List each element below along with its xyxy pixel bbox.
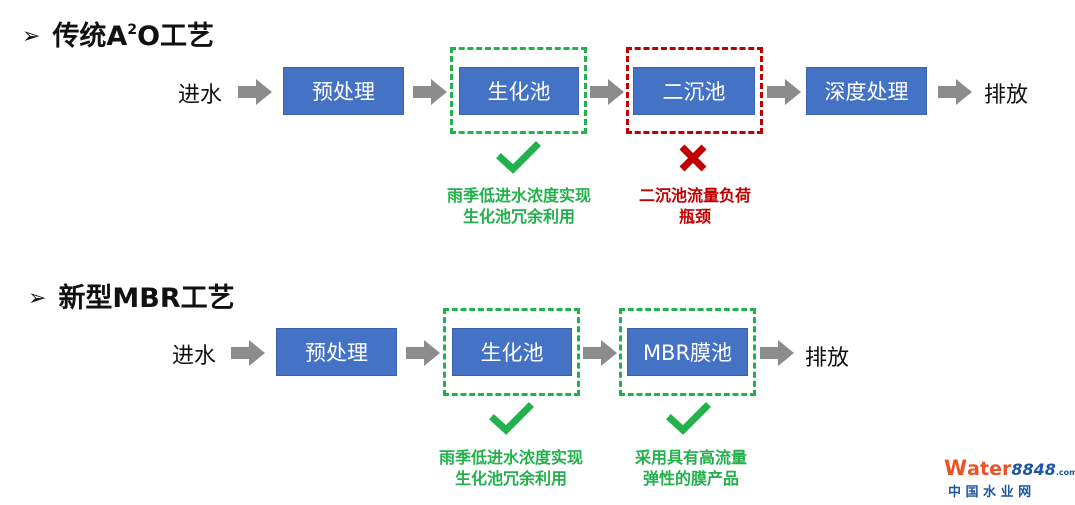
a2o-clarifier-note: 二沉池流量负荷瓶颈	[638, 186, 751, 226]
a2o-step-pretreatment: 预处理	[283, 67, 404, 115]
a2o-biotank-note: 雨季低进水浓度实现生化池冗余利用	[446, 186, 591, 226]
mbr-inlet-label: 进水	[172, 344, 217, 369]
a2o-title: ➢传统A2O工艺	[22, 21, 215, 52]
water8848-logo: Water8848.com	[944, 456, 1075, 480]
arrowhead-bullet-icon: ➢	[28, 286, 47, 311]
mbr-step-membrane-tank: MBR膜池	[627, 328, 748, 376]
flow-arrow-icon	[406, 340, 440, 366]
mbr-biotank-note: 雨季低进水浓度实现生化池冗余利用	[438, 448, 583, 488]
cross-icon	[679, 144, 707, 172]
check-icon	[666, 402, 711, 435]
water8848-subtitle: 中 国 水 业 网	[948, 485, 1032, 500]
a2o-clarifier-highlight	[626, 47, 763, 134]
a2o-outlet-label: 排放	[984, 83, 1029, 108]
a2o-step-secondary-clarifier: 二沉池	[633, 67, 755, 115]
flow-arrow-icon	[767, 79, 801, 105]
check-icon	[489, 402, 534, 435]
a2o-step-biotank: 生化池	[459, 67, 579, 115]
flow-arrow-icon	[583, 340, 617, 366]
flow-arrow-icon	[938, 79, 972, 105]
check-icon	[496, 141, 541, 174]
a2o-step-advanced-treatment: 深度处理	[806, 67, 927, 115]
flow-arrow-icon	[760, 340, 794, 366]
flow-arrow-icon	[413, 79, 447, 105]
flow-arrow-icon	[231, 340, 265, 366]
mbr-outlet-label: 排放	[805, 346, 850, 371]
flow-arrow-icon	[238, 79, 272, 105]
a2o-inlet-label: 进水	[178, 83, 223, 108]
mbr-title: ➢新型MBR工艺	[28, 283, 235, 314]
mbr-step-biotank: 生化池	[452, 328, 572, 376]
arrowhead-bullet-icon: ➢	[22, 24, 41, 49]
mbr-membrane-note: 采用具有高流量弹性的膜产品	[634, 448, 747, 488]
mbr-biotank-highlight	[443, 308, 580, 396]
mbr-membrane-highlight	[619, 308, 756, 396]
flow-arrow-icon	[590, 79, 624, 105]
mbr-step-pretreatment: 预处理	[276, 328, 397, 376]
a2o-biotank-highlight	[450, 47, 587, 134]
